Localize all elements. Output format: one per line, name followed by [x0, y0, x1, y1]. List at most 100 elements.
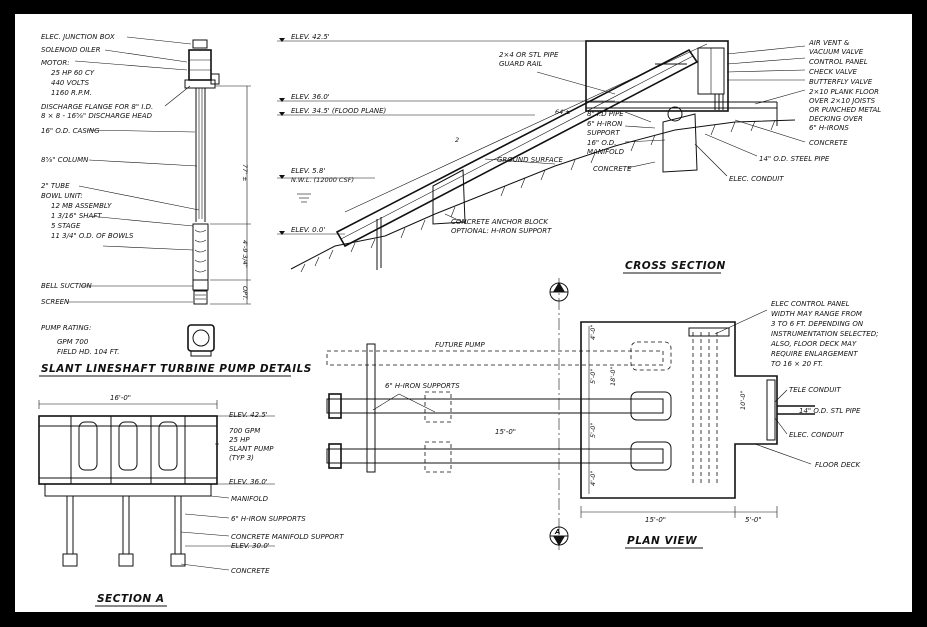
panel-note-5: ALSO, FLOOR DECK MAY — [770, 340, 857, 348]
cross-section-view: ELEV. 42.5' ELEV. 36.0' ELEV. 34.5' (FLO… — [277, 33, 881, 274]
label-stage: 5 STAGE — [51, 222, 81, 230]
plan-dim-left-3: 18'-0" — [609, 366, 617, 386]
label-plan-h-iron: 6" H-IRON SUPPORTS — [385, 382, 460, 390]
elev-42-5: ELEV. 42.5' — [291, 33, 330, 41]
panel-note-2: WIDTH MAY RANGE FROM — [771, 310, 862, 318]
pump-plan-3 — [630, 441, 672, 471]
label-bowls-od: 11 3/4" O.D. OF BOWLS — [51, 232, 134, 240]
pump-pipe-2 — [326, 398, 664, 414]
panel-note-6: REQUIRE ENLARGEMENT — [771, 350, 858, 358]
plan-dim-bottom-1: 15'-0" — [645, 516, 666, 524]
section-a-manifold: MANIFOLD — [231, 495, 269, 503]
section-a-typ: (TYP 3) — [229, 454, 254, 462]
label-solenoid-oiler: SOLENOID OILER — [41, 46, 101, 54]
ground-surface-line — [290, 119, 796, 270]
label-future-pump: FUTURE PUMP — [435, 341, 485, 349]
label-concrete-right: CONCRETE — [809, 139, 848, 147]
label-plank-floor: 2×10 PLANK FLOOR — [809, 88, 879, 96]
section-a-h-iron: 6" H-IRON SUPPORTS — [231, 515, 306, 523]
label-control-panel: CONTROL PANEL — [809, 58, 868, 66]
label-manifold-xs: MANIFOLD — [587, 148, 625, 156]
bell-suction-shape — [192, 279, 209, 291]
pump-1-shape — [78, 421, 98, 471]
elev-0-0: ELEV. 0.0' — [291, 226, 325, 234]
label-support: SUPPORT — [587, 129, 620, 137]
label-motor-volts: 440 VOLTS — [51, 79, 90, 87]
plan-dim-left-2: 5'-0" — [589, 369, 597, 384]
section-a-elev-42-5: ELEV. 42.5' — [229, 411, 268, 419]
label-discharge-flange: DISCHARGE FLANGE FOR 8" I.D. — [41, 103, 153, 111]
floor-deck-outline — [580, 321, 778, 499]
label-vacuum-valve: VACUUM VALVE — [809, 48, 864, 56]
plan-view-title: PLAN VIEW — [627, 535, 697, 547]
label-floor-deck: FLOOR DECK — [815, 461, 862, 469]
label-guard-rail-1: 2×4 OR STL PIPE — [499, 51, 559, 59]
pump-3-shape — [158, 421, 178, 471]
plan-dim-bottom-2: 5'-0" — [745, 516, 762, 524]
pump-details-view: 77' ± 4'-9 3/4" OPT. ELEC. JUNCTION BOX … — [39, 33, 311, 377]
panel-note-4: INSTRUMENTATION SELECTED; — [771, 330, 878, 338]
section-a-hp: 25 HP — [229, 436, 250, 444]
elev-34-5: ELEV. 34.5' (FLOOD PLANE) — [291, 107, 387, 115]
pump-plan-2 — [630, 391, 672, 421]
label-junction-box: ELEC. JUNCTION BOX — [41, 33, 115, 41]
label-anchor-block: CONCRETE ANCHOR BLOCK — [451, 218, 549, 226]
dim-optional: OPT. — [241, 286, 249, 300]
manifold-shape — [44, 483, 212, 497]
motor-plan-shape — [187, 324, 215, 352]
label-id-pipe: 8" I.D PIPE — [587, 110, 624, 118]
engineering-drawing: 77' ± 4'-9 3/4" OPT. ELEC. JUNCTION BOX … — [38, 33, 881, 607]
pump-pipe-3 — [326, 448, 664, 464]
plan-dim-left-1: 4'-0" — [589, 325, 597, 340]
concrete-support-shape — [662, 113, 698, 173]
label-joists: OVER 2×10 JOISTS — [809, 97, 876, 105]
label-ground-surface: GROUND SURFACE — [497, 156, 563, 164]
label-punched-metal: OR PUNCHED METAL — [809, 106, 881, 114]
h-iron-support-1 — [366, 343, 376, 473]
label-tele-conduit: TELE CONDUIT — [789, 386, 841, 394]
section-a-width: 16'-0" — [110, 394, 131, 402]
section-a-elev-36: ELEV. 36.0' — [229, 478, 268, 486]
label-steel-pipe: 14" O.D. STEEL PIPE — [759, 155, 830, 163]
label-decking-over: DECKING OVER — [809, 115, 863, 123]
pump-rating-gpm: GPM 700 — [57, 338, 89, 346]
label-od: 16" O.D. — [587, 139, 616, 147]
control-panel-plan — [688, 327, 730, 337]
motor-shape — [188, 49, 212, 81]
dim-slope: 64'± — [555, 108, 571, 116]
section-a-title: SECTION A — [97, 593, 165, 605]
label-bowl-unit: BOWL UNIT: — [41, 192, 83, 200]
label-casing: 16" O.D. CASING — [41, 127, 100, 135]
label-butterfly-valve: BUTTERFLY VALVE — [809, 78, 873, 86]
section-a-concrete: CONCRETE — [231, 567, 270, 575]
label-motor: MOTOR: — [41, 59, 70, 67]
pump-house-structure — [585, 40, 729, 112]
label-motor-rpm: 1160 R.P.M. — [51, 89, 92, 97]
label-elec-conduit-xs: ELEC. CONDUIT — [729, 175, 784, 183]
label-air-vent: AIR VENT & — [808, 39, 850, 47]
screen-shape — [193, 290, 208, 305]
panel-note-7: TO 16 × 20 FT. — [771, 360, 823, 368]
anchor-block-shape — [432, 169, 466, 225]
section-marker-bottom-label: A — [554, 528, 560, 536]
junction-box-shape — [192, 39, 208, 49]
section-marker-top-label: A — [554, 285, 560, 293]
pump-2-shape — [118, 421, 138, 471]
dim-column-length: 77' ± — [241, 164, 249, 182]
label-motor-hp: 25 HP 60 CY — [51, 69, 95, 77]
panel-note-1: ELEC CONTROL PANEL — [771, 300, 850, 308]
plan-view: A A 4'-0" 5'-0" — [326, 278, 878, 550]
label-discharge-head: 8 × 8 - 16⅝" DISCHARGE HEAD — [41, 112, 153, 120]
section-a-view: 16'-0" ELEV. 42.5' 700 GPM 25 HP SLANT P… — [38, 394, 344, 607]
label-assembly: 12 MB ASSEMBLY — [51, 202, 112, 210]
pump-rating-head: FIELD HD. 104 FT. — [57, 348, 119, 356]
future-pump-pipe — [326, 350, 664, 366]
label-guard-rail-2: GUARD RAIL — [499, 60, 543, 68]
slant-pump-casing — [335, 48, 699, 248]
elev-36-0: ELEV. 36.0' — [291, 93, 330, 101]
section-a-gpm: 700 GPM — [229, 427, 260, 435]
elev-nwl: N.W.L. (12000 CSF) — [291, 176, 354, 184]
section-a-slant-pump: SLANT PUMP — [229, 445, 274, 453]
panel-note-3: 3 TO 6 FT. DEPENDING ON — [771, 320, 864, 328]
